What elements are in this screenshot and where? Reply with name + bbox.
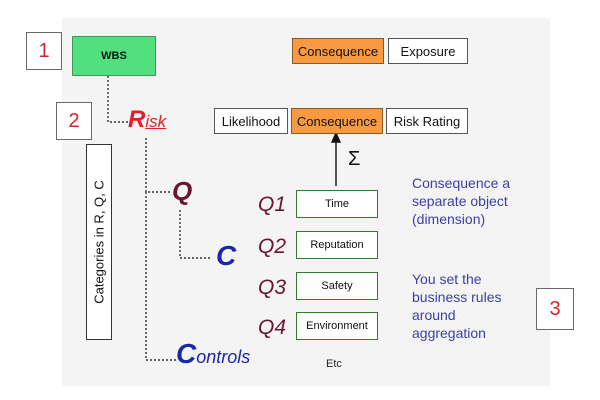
q-category-letter: Q: [172, 176, 193, 206]
dimension-code-q1: Q1: [258, 193, 287, 216]
consequence-note: Consequence a separate object (dimension…: [412, 175, 511, 227]
likelihood-header: Likelihood: [214, 108, 288, 134]
dimension-code-q4: Q4: [258, 316, 287, 339]
risk-label: Risk: [128, 106, 166, 134]
risk-label-initial: R: [128, 106, 146, 133]
q-to-c-line: [179, 210, 212, 259]
top-consequence-header: Consequence: [292, 38, 384, 64]
wbs-to-risk-line: [107, 76, 128, 123]
etc-label: Etc: [326, 358, 342, 370]
badge-three: 3: [536, 288, 574, 330]
sum-arrow-head: [330, 131, 342, 143]
risk-to-q-line: [145, 138, 170, 193]
badge-one: 1: [26, 32, 62, 70]
controls-label-rest: ontrols: [196, 347, 251, 367]
controls-label: Controls: [176, 338, 250, 370]
wbs-box: WBS: [72, 36, 156, 76]
dimension-code-q2: Q2: [258, 235, 287, 258]
dimension-box-environment: Environment: [296, 312, 378, 340]
risk-label-rest: isk: [145, 112, 167, 131]
categories-label: Categories in R, Q, C: [91, 180, 107, 304]
dimension-code-q3: Q3: [258, 276, 287, 299]
rating-consequence-header: Consequence: [291, 108, 383, 134]
sum-symbol: Σ: [348, 148, 361, 170]
controls-label-initial: C: [176, 338, 197, 369]
c-category-letter: C: [216, 240, 237, 271]
business-rules-note: You set the business rules around aggreg…: [412, 271, 502, 341]
categories-box: Categories in R, Q, C: [86, 144, 112, 340]
dimension-box-reputation: Reputation: [296, 231, 378, 259]
badge-two: 2: [56, 102, 92, 140]
dimension-box-time: Time: [296, 190, 378, 218]
exposure-header: Exposure: [388, 38, 468, 64]
dimension-box-safety: Safety: [296, 272, 378, 300]
risk-to-controls-line: [145, 192, 176, 361]
risk-rating-header: Risk Rating: [386, 108, 468, 134]
